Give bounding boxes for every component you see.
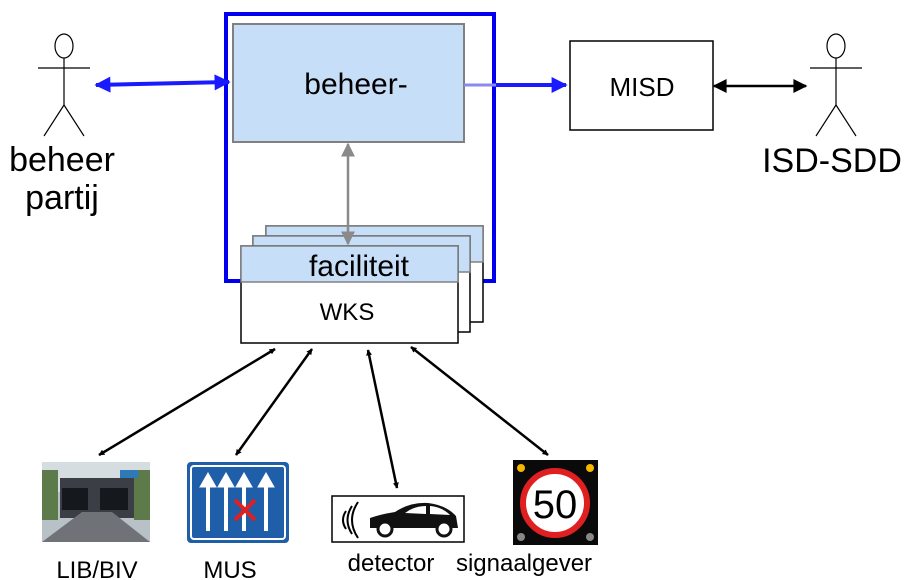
stick-figure-icon [38,33,90,137]
arrow-wks-signaalgever [410,346,549,456]
facility-stack: faciliteit WKS [240,225,484,344]
device-detector: detector [331,495,465,577]
beheer-box [232,23,465,143]
misd-box [569,40,714,131]
beheer-box-label: beheer- [304,68,407,101]
wks-label: WKS [320,299,375,326]
actor-label: ISD-SDD [762,142,902,180]
device-label: MUS [203,557,256,580]
device-mus: MUS [187,462,289,580]
actor-label-line1: beheer [9,141,115,179]
actor-isd-sdd: ISD-SDD [762,33,902,180]
arrow-actor-beheer [94,74,231,93]
device-label: signaalgever [456,550,592,577]
car-detector-icon [331,495,465,543]
arrow-wks-mus [234,348,314,456]
actor-label-line2: partij [25,179,99,217]
speed-sign-icon: 50 [513,460,598,545]
lane-signal-icon [187,462,289,543]
stick-figure-icon [810,33,862,137]
speed-value: 50 [533,483,578,527]
facility-box [240,245,459,283]
actor-beheer-partij: beheer partij [9,33,115,217]
device-label: LIB/BIV [56,557,137,580]
arrow-wks-detector [366,349,399,489]
misd-label: MISD [610,72,675,102]
device-lib-biv: LIB/BIV [42,462,150,580]
device-signaalgever: 50 signaalgever [456,460,598,577]
device-label: detector [348,550,435,577]
tunnel-photo-icon [42,462,150,542]
facility-label: faciliteit [309,250,410,283]
